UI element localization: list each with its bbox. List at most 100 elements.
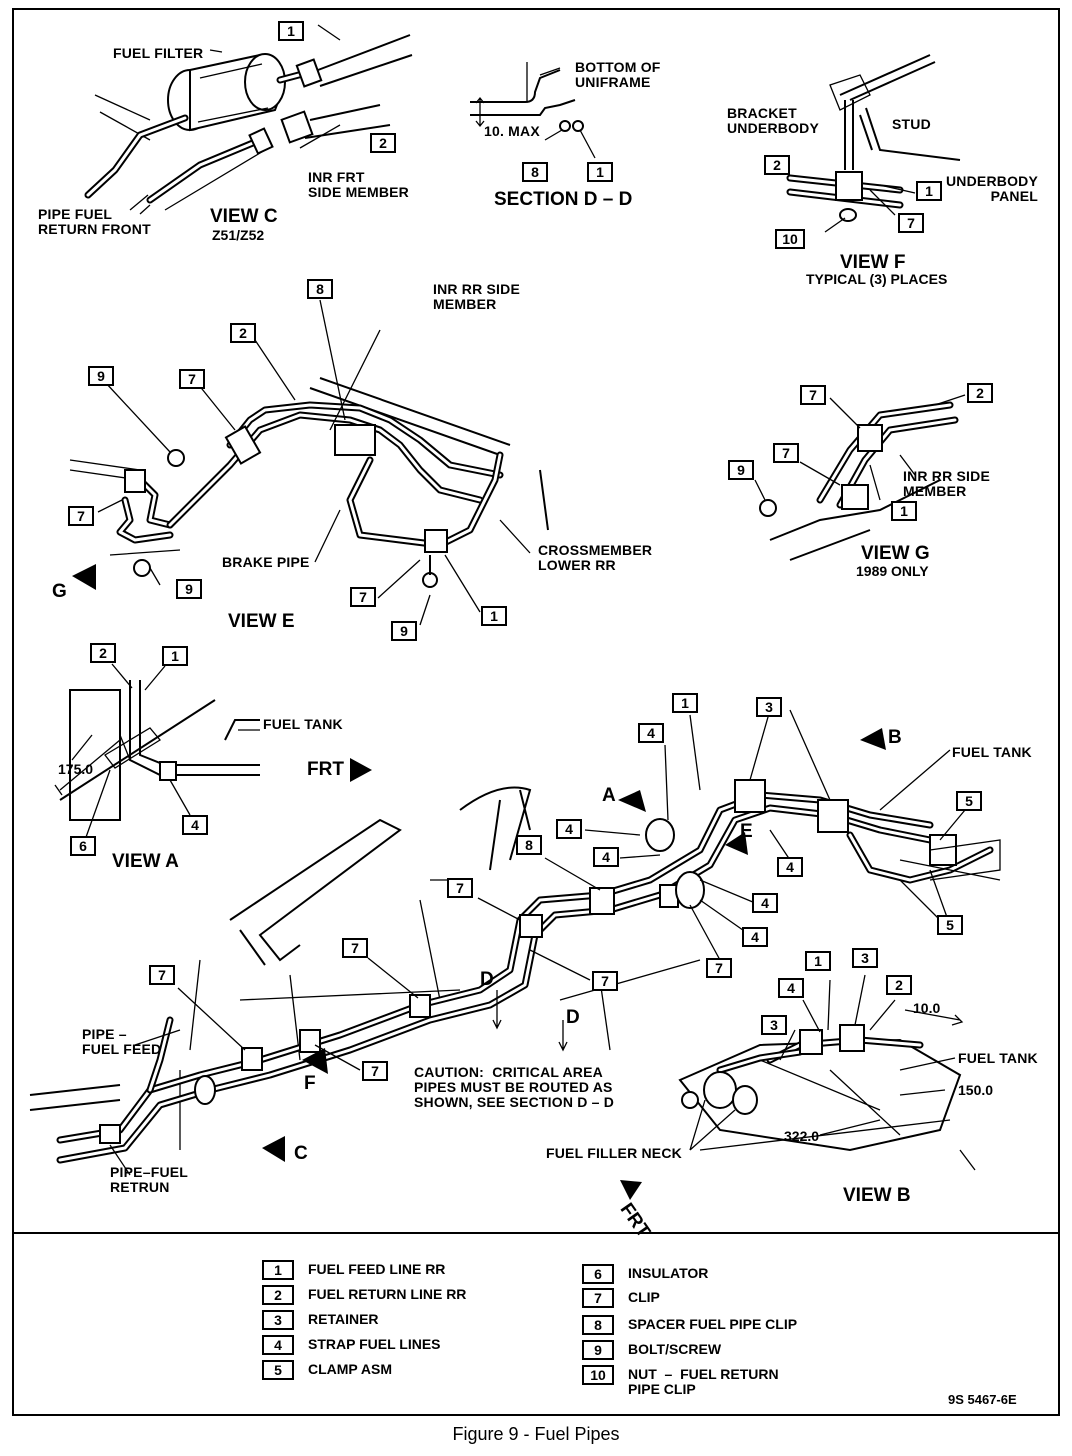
clip-e-3: [124, 469, 146, 493]
fuel-tank-b-label: FUEL TANK: [958, 1050, 1038, 1066]
dim-322-label: 322.0: [784, 1128, 820, 1144]
callout-box: 8: [522, 162, 548, 182]
view-f-drawing: [786, 54, 961, 233]
frt-label: FRT: [307, 759, 344, 780]
arrow-f-shape: [302, 1048, 328, 1074]
callout-box: 7: [773, 443, 799, 463]
view-e-title: VIEW E: [228, 611, 295, 632]
dim-150-label: 150.0: [958, 1082, 994, 1098]
fuel-tank-main-label: FUEL TANK: [952, 744, 1032, 760]
arrow-c-label: C: [294, 1143, 308, 1164]
fitting-nut-2: [280, 110, 314, 144]
callout-box: 7: [342, 938, 368, 958]
arrow-c-shape: [262, 1136, 285, 1162]
legend-text: CLAMP ASM: [308, 1361, 392, 1377]
figure-code: 9S 5467-6E: [948, 1392, 1017, 1407]
callout-box: 7: [800, 385, 826, 405]
legend-number: 1: [262, 1260, 294, 1280]
legend-number: 3: [262, 1310, 294, 1330]
brake-pipe-label: BRAKE PIPE: [222, 554, 310, 570]
view-b-title: VIEW B: [843, 1185, 911, 1206]
inr-rr-side-member-e-label: INR RR SIDE MEMBER: [433, 281, 520, 312]
callout-box: 1: [587, 162, 613, 182]
arrow-frt-shape: [350, 758, 372, 782]
callout-box: 7: [447, 878, 473, 898]
callout-box: 1: [891, 501, 917, 521]
callout-box: 9: [728, 460, 754, 480]
legend-number: 2: [262, 1285, 294, 1305]
legend-text: NUT – FUEL RETURN PIPE CLIP: [628, 1366, 779, 1397]
callout-box: 7: [350, 587, 376, 607]
callout-box: 7: [149, 965, 175, 985]
spacer-main: [589, 887, 615, 915]
callout-box: 4: [777, 857, 803, 877]
callout-box: 7: [706, 958, 732, 978]
callout-box: 7: [68, 506, 94, 526]
callout-box: 6: [70, 836, 96, 856]
legend-text: BOLT/SCREW: [628, 1341, 722, 1357]
legend-text: RETAINER: [308, 1311, 379, 1327]
callout-box: 2: [370, 133, 396, 153]
clip-main-2: [299, 1029, 321, 1053]
callout-box: 10: [775, 229, 805, 249]
view-g-title: VIEW G: [861, 543, 930, 564]
callout-box: 1: [481, 606, 507, 626]
bracket-underbody-label: BRACKET UNDERBODY: [727, 105, 820, 136]
legend-text: INSULATOR: [628, 1265, 709, 1281]
callout-box: 8: [307, 279, 333, 299]
legend-number: 6: [582, 1264, 614, 1284]
callout-box: 9: [176, 579, 202, 599]
arrow-f-label: F: [304, 1073, 316, 1094]
retainer-b-2: [839, 1024, 865, 1052]
view-e-drawing: [69, 299, 549, 626]
pipe-fuel-feed-label: PIPE – FUEL FEED: [82, 1026, 162, 1057]
callout-box: 2: [90, 643, 116, 663]
callout-box: 9: [88, 366, 114, 386]
retainer-main-2: [817, 799, 849, 833]
callout-box: 1: [278, 21, 304, 41]
crossmember-lower-rr-label: CROSSMEMBER LOWER RR: [538, 542, 653, 573]
clip-e-2: [424, 529, 448, 553]
legend-number: 8: [582, 1315, 614, 1335]
diagram-frame: [12, 8, 1060, 1416]
legend-number: 9: [582, 1340, 614, 1360]
clip-e-1: [224, 425, 262, 465]
fitting-nut: [295, 58, 323, 88]
view-c-drawing: [84, 24, 413, 215]
callout-box: 4: [182, 815, 208, 835]
callout-box: 4: [556, 819, 582, 839]
arrow-a-shape: [618, 790, 646, 812]
arrow-e-shape: [725, 832, 748, 855]
clip-main-1: [241, 1047, 263, 1071]
callout-box: 7: [362, 1061, 388, 1081]
view-g-drawing: [754, 394, 966, 561]
callout-box: 3: [756, 697, 782, 717]
callout-box: 7: [898, 213, 924, 233]
dim-10-label: 10.0: [913, 1000, 941, 1016]
pipe-fuel-return-front-label: PIPE FUEL RETURN FRONT: [38, 206, 151, 237]
view-g-subtitle: 1989 ONLY: [856, 563, 929, 579]
callout-box: 5: [956, 791, 982, 811]
callout-box: 2: [886, 975, 912, 995]
callout-box: 9: [391, 621, 417, 641]
callout-box: 3: [852, 948, 878, 968]
callout-box: 7: [592, 971, 618, 991]
legend-divider: [12, 1232, 1060, 1234]
clip-g-1: [857, 424, 883, 452]
legend-number: 10: [582, 1365, 614, 1385]
retainer-b-1: [799, 1029, 823, 1055]
callout-box: 1: [916, 181, 942, 201]
clip-main-3: [409, 994, 431, 1018]
arrow-frt-b-shape: [620, 1180, 642, 1200]
view-a-drawing: [54, 663, 260, 841]
section-dd-drawing: [470, 62, 596, 159]
fuel-filter-label: FUEL FILTER: [113, 45, 204, 61]
callout-box: 2: [764, 155, 790, 175]
callout-box: 8: [516, 835, 542, 855]
legend-number: 4: [262, 1335, 294, 1355]
main-view-drawing: [29, 564, 1001, 1176]
arrow-e-label: E: [740, 821, 753, 842]
legend-text: STRAP FUEL LINES: [308, 1336, 441, 1352]
